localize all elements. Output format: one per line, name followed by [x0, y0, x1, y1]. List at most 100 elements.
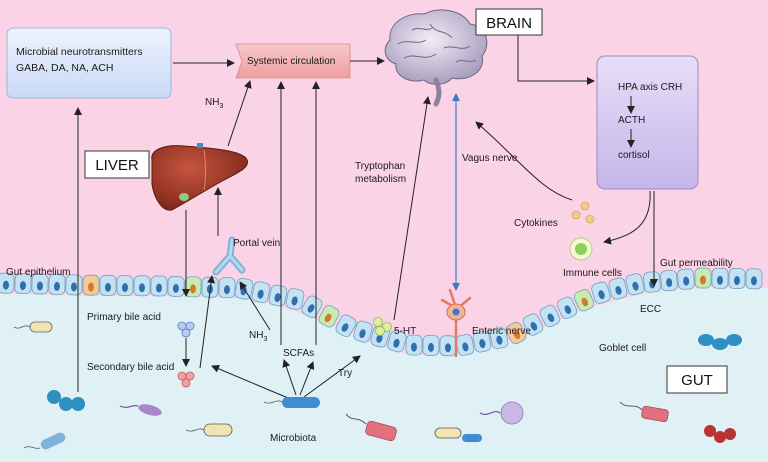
- epithelial-cell: [150, 275, 168, 297]
- arrows: [74, 35, 658, 399]
- tryptophan-label-line1: Tryptophan: [355, 161, 405, 172]
- epithelial-cell: [591, 281, 611, 304]
- enteric-nerve-illustration: [440, 288, 472, 358]
- epithelial-cell: [285, 288, 305, 310]
- nh3-upper-base: NH: [205, 97, 219, 108]
- try-label: Try: [338, 368, 352, 379]
- microbiota-to-bile-arrow: [211, 365, 289, 399]
- epithelial-cell: [745, 268, 763, 290]
- serotonin-to-brain-arrow: [393, 96, 431, 321]
- bacterium-red-cluster: [704, 425, 736, 443]
- epithelial-cell: [387, 330, 407, 353]
- cytokines-label: Cytokines: [514, 218, 558, 229]
- tryptophan-label-line2: metabolism: [355, 174, 406, 185]
- epithelial-cell: [318, 305, 340, 328]
- scfas-label: SCFAs: [283, 348, 314, 359]
- microbial-label-line2: GABA, DA, NA, ACH: [16, 62, 113, 74]
- immune-cells-label: Immune cells: [563, 268, 622, 279]
- epithelial-cell: [353, 320, 373, 343]
- acth-label: ACTH: [618, 115, 645, 126]
- portal-vein-illustration: [212, 236, 246, 276]
- enteric-nerve-label: Enteric nerve: [472, 326, 531, 337]
- brain-label: BRAIN: [486, 15, 532, 32]
- bacterium-pink-small: [619, 401, 669, 423]
- epithelial-cell: [184, 276, 202, 298]
- nh3-lower-base: NH: [249, 330, 263, 341]
- epithelial-cell: [505, 321, 527, 345]
- gut-label-box: GUT: [666, 365, 728, 394]
- epithelial-cell: [522, 313, 544, 336]
- ecc-label: ECC: [640, 304, 661, 315]
- serotonin-granules: [373, 317, 392, 336]
- liver-label: LIVER: [95, 157, 139, 174]
- epithelial-cell: [99, 274, 117, 296]
- cytokines-illustration: [571, 201, 595, 224]
- bacterium-round-purple: [479, 401, 524, 425]
- microbial-label-line1: Microbial neurotransmitters: [16, 46, 143, 58]
- hpa-axis-label: HPA axis CRH: [618, 82, 682, 93]
- primary-bile-acid-label: Primary bile acid: [87, 312, 161, 323]
- hpa-axis-box: HPA axis CRH ACTH cortisol: [596, 55, 699, 190]
- bacterium-purple: [119, 404, 162, 416]
- gut-epithelium-label: Gut epithelium: [6, 267, 70, 278]
- portal-vein-label: Portal vein: [233, 238, 280, 249]
- epithelial-cell: [82, 274, 100, 296]
- immune-cell-illustration: [569, 237, 593, 261]
- gut-label: GUT: [681, 372, 713, 389]
- brain-illustration: [384, 9, 488, 107]
- epithelial-cell: [472, 330, 492, 353]
- epithelial-cell: [116, 275, 134, 296]
- epithelial-cell: [643, 271, 661, 293]
- epithelial-cell: [335, 314, 357, 337]
- gut-epithelium-layer: [0, 267, 763, 357]
- nh3-upper-label: NH3: [205, 97, 223, 110]
- microbial-neurotransmitters-box: Microbial neurotransmitters GABA, DA, NA…: [6, 27, 172, 99]
- epithelial-cell: [14, 273, 32, 295]
- epithelial-cell: [539, 304, 561, 328]
- epithelial-cell: [625, 273, 645, 296]
- secondary-bile-acid-label: Secondary bile acid: [87, 362, 174, 373]
- bacterium-pink-rod: [345, 413, 397, 442]
- microbiota-to-scfas-arrow: [299, 361, 315, 396]
- epithelial-cell: [660, 269, 678, 292]
- epithelial-cell: [608, 277, 628, 300]
- epithelial-cell: [728, 268, 746, 289]
- epithelial-cell: [251, 281, 271, 304]
- epithelial-cell: [573, 289, 595, 312]
- secondary-bile-acid-molecules: [177, 371, 195, 388]
- epithelial-cell: [301, 295, 323, 318]
- hpa-to-immune-arrow: [603, 190, 651, 245]
- primary-bile-acid-molecules: [177, 321, 195, 338]
- microbes: [13, 321, 742, 450]
- microbiota-to-nh3-arrow: [282, 359, 297, 396]
- epithelial-cell: [489, 327, 509, 350]
- epithelial-cell: [455, 334, 475, 356]
- bacterium-blue-microbiota: [263, 397, 320, 408]
- nh3-upper-subscript: 3: [219, 103, 223, 110]
- five-ht-label: 5-HT: [394, 326, 416, 337]
- epithelial-cell: [218, 277, 236, 299]
- microbiota-to-try-arrow: [303, 355, 361, 398]
- epithelial-cell: [677, 268, 695, 290]
- gut-permeability-label: Gut permeability: [660, 258, 733, 269]
- bacterium-rod-2: [23, 432, 66, 450]
- epithelial-cell: [0, 272, 15, 294]
- nh3-lower-label: NH3: [249, 330, 267, 343]
- epithelial-cell: [167, 275, 185, 297]
- epithelial-cell: [405, 334, 423, 356]
- liver-label-box: LIVER: [84, 150, 150, 179]
- epithelial-cell: [422, 334, 440, 356]
- epithelial-cell: [439, 335, 457, 357]
- secondary-to-portal-arrow: [199, 275, 216, 369]
- bacterium-rod-4: [434, 427, 482, 442]
- epithelial-cell: [694, 267, 712, 289]
- epithelial-cell: [48, 273, 66, 295]
- vagus-nerve-label: Vagus nerve: [462, 153, 518, 164]
- brain-label-box: BRAIN: [475, 8, 543, 36]
- microbiota-label: Microbiota: [270, 433, 317, 444]
- epithelial-cell: [556, 296, 578, 320]
- microbiota-to-portal-arrow: [239, 281, 271, 331]
- epithelial-cell: [133, 275, 151, 297]
- nh3-lower-subscript: 3: [263, 336, 267, 343]
